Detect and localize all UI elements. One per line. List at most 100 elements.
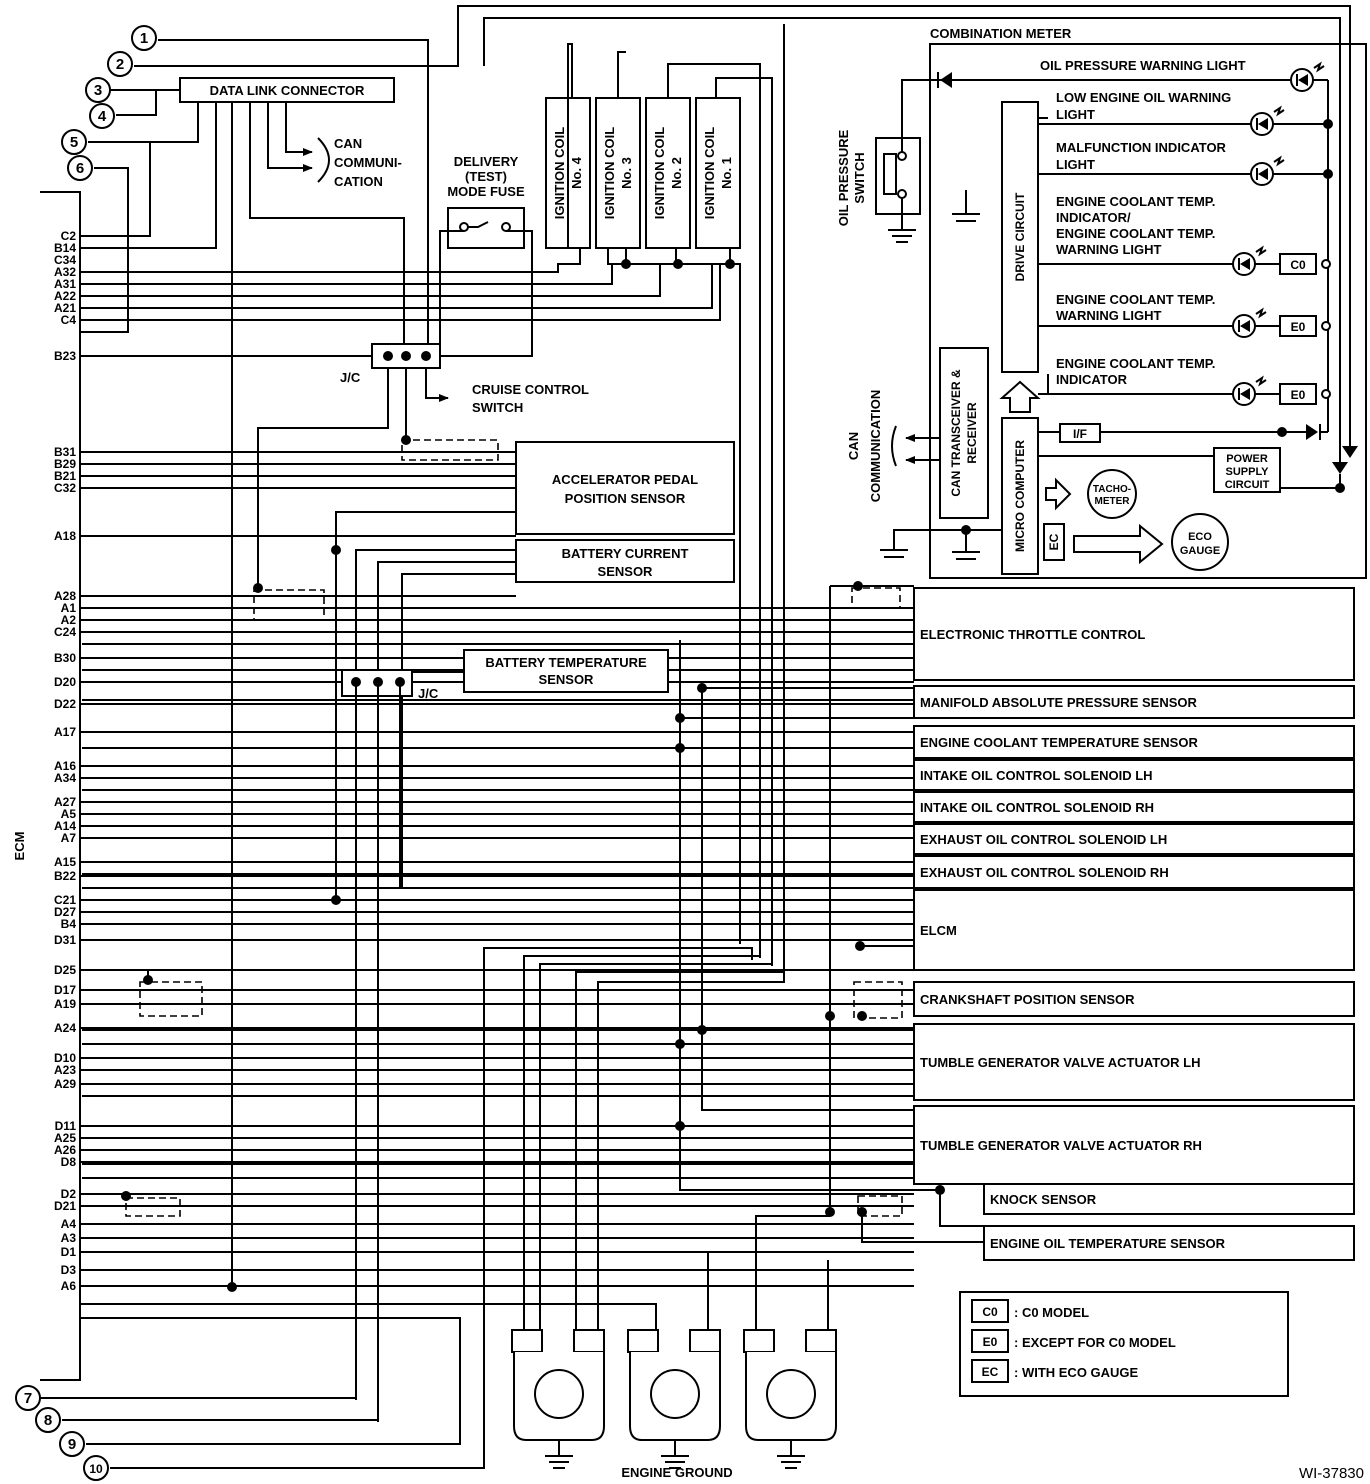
meter-light-label: LIGHT — [1056, 107, 1095, 122]
ecm-pin-a17: A17 — [54, 725, 76, 739]
ecm-pin-d2: D2 — [61, 1187, 77, 1201]
can-comm-line1: CAN — [846, 432, 861, 460]
batt-current-line1: BATTERY CURRENT — [562, 546, 689, 561]
component-box — [913, 685, 1355, 719]
component-box — [913, 725, 1355, 759]
component-box — [913, 1023, 1355, 1101]
legend-code-box — [971, 1329, 1009, 1353]
data-link-connector: DATA LINK CONNECTOR — [179, 77, 395, 103]
light-wire — [1047, 374, 1232, 395]
component-label: TUMBLE GENERATOR VALVE ACTUATOR RH — [920, 1138, 1202, 1153]
model-code-label: E0 — [1291, 388, 1306, 402]
ecm-pin-a29: A29 — [54, 1077, 76, 1091]
ecm-pin-a3: A3 — [61, 1231, 77, 1245]
ecm-pin-a1: A1 — [61, 601, 77, 615]
engine-ground-blocks — [511, 1329, 837, 1469]
component-label: INTAKE OIL CONTROL SOLENOID LH — [920, 768, 1153, 783]
jc-upper-label: J/C — [340, 370, 361, 385]
meter-light-label: INDICATOR/ — [1056, 210, 1131, 225]
led-icon — [1240, 258, 1250, 270]
can-transceiver-line2: RECEIVER — [965, 402, 979, 464]
meter-light-label: INDICATOR — [1056, 372, 1128, 387]
ecm-pin-b14: B14 — [54, 241, 76, 255]
engine-connector — [805, 1329, 837, 1353]
top-routing-wires — [80, 5, 1351, 1287]
ecm-pin-c21: C21 — [54, 893, 76, 907]
connector-4: 4 — [98, 108, 107, 125]
connector-1-circle — [131, 25, 157, 51]
ecm-pin-a32: A32 — [54, 265, 76, 279]
ecm-pin-d11: D11 — [55, 1119, 77, 1133]
ignition-coil-number: No. 2 — [669, 157, 684, 189]
meter-light-label: LOW ENGINE OIL WARNING — [1056, 90, 1231, 105]
connector-6: 6 — [76, 160, 84, 177]
power-supply-line3: CIRCUIT — [1225, 479, 1270, 491]
power-supply-line1: POWER — [1226, 453, 1268, 465]
terminal — [1321, 321, 1331, 331]
ecm-pin-d31: D31 — [54, 933, 76, 947]
ecm-pin-d8: D8 — [61, 1155, 77, 1169]
legend-code-box — [971, 1299, 1009, 1323]
eco-line2: GAUGE — [1180, 545, 1220, 557]
delivery-mode-fuse: DELIVERY (TEST) MODE FUSE — [412, 154, 533, 357]
ecm-pin-a21: A21 — [54, 301, 76, 315]
meter-light-label: WARNING LIGHT — [1056, 308, 1161, 323]
cruise-line2: SWITCH — [472, 400, 523, 415]
ecm-pin-a5: A5 — [61, 807, 77, 821]
connector-8: 8 — [44, 1412, 52, 1429]
trunk-wires — [80, 581, 984, 1292]
junction — [1323, 169, 1333, 179]
tacho-line2: METER — [1095, 496, 1131, 507]
legend-code: C0 — [982, 1305, 998, 1319]
connector-10-circle — [83, 1455, 109, 1481]
ecm-pin-b29: B29 — [54, 457, 76, 471]
can-left-line3: CATION — [334, 174, 383, 189]
meter-light-label: ENGINE COOLANT TEMP. — [1056, 292, 1215, 307]
meter-light-label: OIL PRESSURE WARNING LIGHT — [1040, 58, 1246, 73]
ecm-pin-d1: D1 — [61, 1245, 77, 1259]
connector-5-circle — [61, 129, 87, 155]
ecm-pin-c4: C4 — [61, 313, 77, 327]
can-left-line2: COMMUNI- — [334, 155, 402, 170]
combination-meter-title: COMBINATION METER — [930, 26, 1072, 41]
connector-9: 9 — [68, 1436, 76, 1453]
meter-light-label: MALFUNCTION INDICATOR — [1056, 140, 1227, 155]
ecm-pin-c24: C24 — [54, 625, 76, 639]
connector-7: 7 — [24, 1390, 32, 1407]
legend-text: : WITH ECO GAUGE — [1014, 1365, 1139, 1380]
drive-circuit-label: DRIVE CIRCUIT — [1013, 192, 1027, 281]
led-icon — [1240, 320, 1250, 332]
ecm-outline: ECM — [12, 191, 81, 1381]
model-code-label: C0 — [1290, 258, 1306, 272]
connector-8-circle — [35, 1407, 61, 1433]
connector-6-circle — [67, 155, 93, 181]
meter-light-label: LIGHT — [1056, 157, 1095, 172]
component-box — [913, 981, 1355, 1017]
ignition-coil-label: IGNITION COIL — [552, 127, 567, 220]
accelerator-pedal-sensor: ACCELERATOR PEDAL POSITION SENSOR — [331, 435, 735, 900]
component-label: TUMBLE GENERATOR VALVE ACTUATOR LH — [920, 1055, 1200, 1070]
junction — [1323, 119, 1333, 129]
harness-lines — [80, 451, 914, 1287]
light-ray-icon — [1255, 375, 1267, 387]
component-label: KNOCK SENSOR — [990, 1192, 1097, 1207]
engine-connector — [689, 1329, 721, 1353]
ecm-pin-b22: B22 — [54, 869, 76, 883]
ecm-pin-b30: B30 — [54, 651, 76, 665]
legend-text: : C0 MODEL — [1014, 1305, 1089, 1320]
ecm-pin-a19: A19 — [54, 997, 76, 1011]
component-box — [913, 1105, 1355, 1185]
ignition-coil-label: IGNITION COIL — [602, 127, 617, 220]
component-label: EXHAUST OIL CONTROL SOLENOID RH — [920, 865, 1169, 880]
ecm-pin-a2: A2 — [61, 613, 77, 627]
component-box — [983, 1225, 1355, 1261]
light-ray-icon — [1255, 245, 1267, 257]
batt-current-line2: SENSOR — [598, 564, 654, 579]
tacho-line1: TACHO- — [1093, 484, 1131, 495]
ecm-pin-a22: A22 — [54, 289, 76, 303]
ecm-pin-d3: D3 — [61, 1263, 77, 1277]
can-comm-line2: COMMUNICATION — [868, 390, 883, 502]
ecm-pin-b4: B4 — [61, 917, 77, 931]
